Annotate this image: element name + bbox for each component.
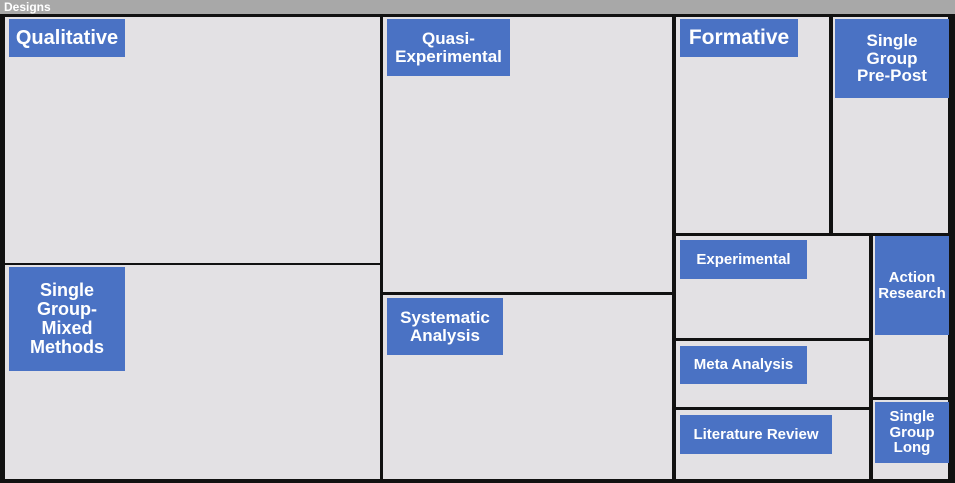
tile-label-qualitative: Qualitative: [9, 19, 125, 57]
chart-title: Designs: [0, 0, 955, 14]
tile-label-single-group-long: Single Group Long: [875, 402, 949, 463]
tile-label-action-research: Action Research: [875, 236, 949, 335]
tile-label-meta-analysis: Meta Analysis: [680, 346, 807, 384]
tile-label-single-group-mixed-methods: Single Group- Mixed Methods: [9, 267, 125, 371]
tile-label-single-group-pre-post: Single Group Pre-Post: [835, 19, 949, 98]
tile-qualitative[interactable]: [5, 17, 380, 263]
tile-label-quasi-experimental: Quasi- Experimental: [387, 19, 510, 76]
tile-label-literature-review: Literature Review: [680, 415, 832, 454]
tile-label-experimental: Experimental: [680, 240, 807, 279]
tile-label-systematic-analysis: Systematic Analysis: [387, 298, 503, 355]
tile-label-formative: Formative: [680, 19, 798, 57]
